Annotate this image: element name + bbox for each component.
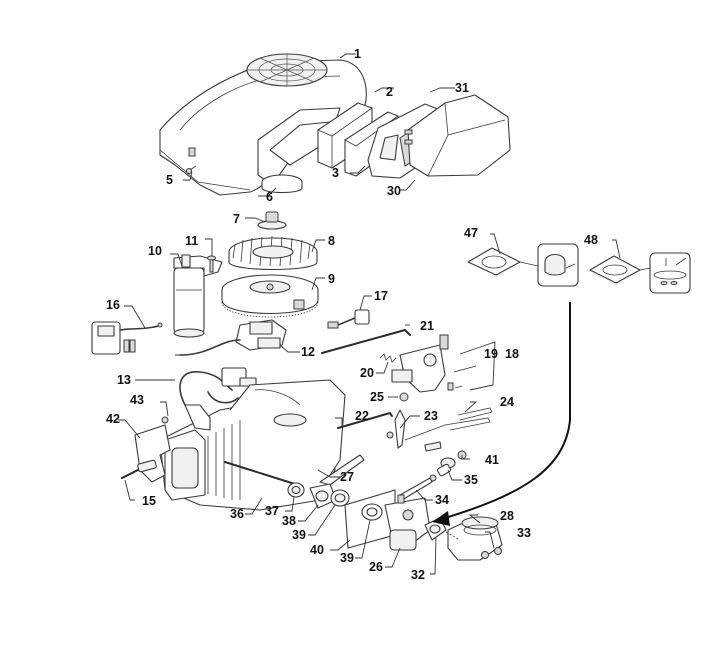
spark-plug[interactable] [121, 459, 157, 479]
fuel-hose[interactable] [399, 477, 433, 501]
callout-5[interactable]: 5 [166, 173, 173, 187]
callout-40[interactable]: 40 [310, 543, 324, 557]
callout-43[interactable]: 43 [130, 393, 144, 407]
callout-15[interactable]: 15 [142, 494, 156, 508]
callout-32[interactable]: 32 [411, 568, 425, 582]
callout-24[interactable]: 24 [500, 395, 514, 409]
starter-cup[interactable] [261, 174, 303, 194]
callout-33[interactable]: 33 [517, 526, 531, 540]
callout-3[interactable]: 3 [332, 166, 339, 180]
bolt-decor [424, 441, 442, 452]
starter-motor[interactable] [173, 254, 223, 338]
callout-1[interactable]: 1 [354, 47, 361, 61]
callout-16[interactable]: 16 [106, 298, 120, 312]
callout-17[interactable]: 17 [374, 289, 388, 303]
callout-2[interactable]: 2 [386, 85, 393, 99]
starter-bolt[interactable] [207, 255, 216, 273]
callout-22[interactable]: 22 [355, 409, 369, 423]
callout-39b[interactable]: 39 [340, 551, 354, 565]
kit-arrow [432, 302, 571, 526]
gasket-39b[interactable] [361, 503, 383, 521]
stop-switch[interactable] [327, 309, 370, 329]
gasket-kit[interactable] [589, 252, 691, 294]
callout-25[interactable]: 25 [370, 390, 384, 404]
callout-38[interactable]: 38 [282, 514, 296, 528]
callout-47[interactable]: 47 [464, 226, 478, 240]
callout-6[interactable]: 6 [266, 190, 273, 204]
flywheel[interactable] [221, 274, 319, 318]
callout-8[interactable]: 8 [328, 234, 335, 248]
callout-26[interactable]: 26 [369, 560, 383, 574]
flywheel-nut-washer[interactable] [257, 211, 287, 230]
stud[interactable] [224, 461, 299, 486]
callout-42[interactable]: 42 [106, 412, 120, 426]
callout-36[interactable]: 36 [230, 507, 244, 521]
screw[interactable] [186, 165, 197, 174]
callout-21[interactable]: 21 [420, 319, 434, 333]
callout-18[interactable]: 18 [505, 347, 519, 361]
bracket-bolt[interactable] [399, 392, 409, 402]
callout-7[interactable]: 7 [233, 212, 240, 226]
callout-12[interactable]: 12 [301, 345, 315, 359]
callout-9[interactable]: 9 [328, 272, 335, 286]
blower-housing[interactable] [159, 53, 367, 196]
callout-19[interactable]: 19 [484, 347, 498, 361]
bracket-screw[interactable] [447, 382, 463, 391]
air-intake-elbow[interactable] [445, 516, 503, 561]
throttle-link[interactable] [337, 411, 393, 429]
nut[interactable] [161, 416, 169, 424]
spark-plug-boot [184, 404, 211, 431]
callout-10[interactable]: 10 [148, 244, 162, 258]
callout-28[interactable]: 28 [500, 509, 514, 523]
intake-gasket[interactable] [287, 482, 305, 498]
governor-lever[interactable] [386, 409, 406, 449]
callout-30[interactable]: 30 [387, 184, 401, 198]
insulator[interactable] [309, 483, 337, 509]
governor-link[interactable] [321, 328, 411, 354]
rectifier[interactable] [91, 321, 163, 355]
charging-coil[interactable] [175, 319, 287, 356]
callout-11[interactable]: 11 [185, 234, 198, 248]
callout-34[interactable]: 34 [435, 493, 449, 507]
clamp-kit[interactable] [467, 243, 579, 287]
governor-spring[interactable] [379, 353, 397, 363]
fan-grille-icon [247, 54, 327, 86]
callout-13[interactable]: 13 [117, 373, 131, 387]
nut-33[interactable] [481, 547, 502, 559]
callout-labels: 1 2 3 31 30 5 6 7 8 9 10 11 16 17 12 21 … [106, 47, 598, 582]
air-filter-cover[interactable] [404, 94, 511, 177]
ignition-coil[interactable] [179, 367, 257, 406]
engine-block [159, 379, 346, 511]
callout-35[interactable]: 35 [464, 473, 478, 487]
callout-41[interactable]: 41 [485, 453, 499, 467]
leader-lines [118, 53, 621, 575]
gasket-39a[interactable] [330, 489, 350, 507]
carburetor[interactable] [384, 494, 431, 551]
callout-39a[interactable]: 39 [292, 528, 306, 542]
callout-37[interactable]: 37 [265, 504, 279, 518]
callout-48[interactable]: 48 [584, 233, 598, 247]
callout-20[interactable]: 20 [360, 366, 374, 380]
callout-23[interactable]: 23 [424, 409, 438, 423]
fan[interactable] [228, 235, 318, 270]
callout-27[interactable]: 27 [340, 470, 354, 484]
control-bracket-assembly[interactable] [391, 334, 449, 393]
choke-link[interactable] [404, 407, 493, 441]
callout-31[interactable]: 31 [455, 81, 469, 95]
